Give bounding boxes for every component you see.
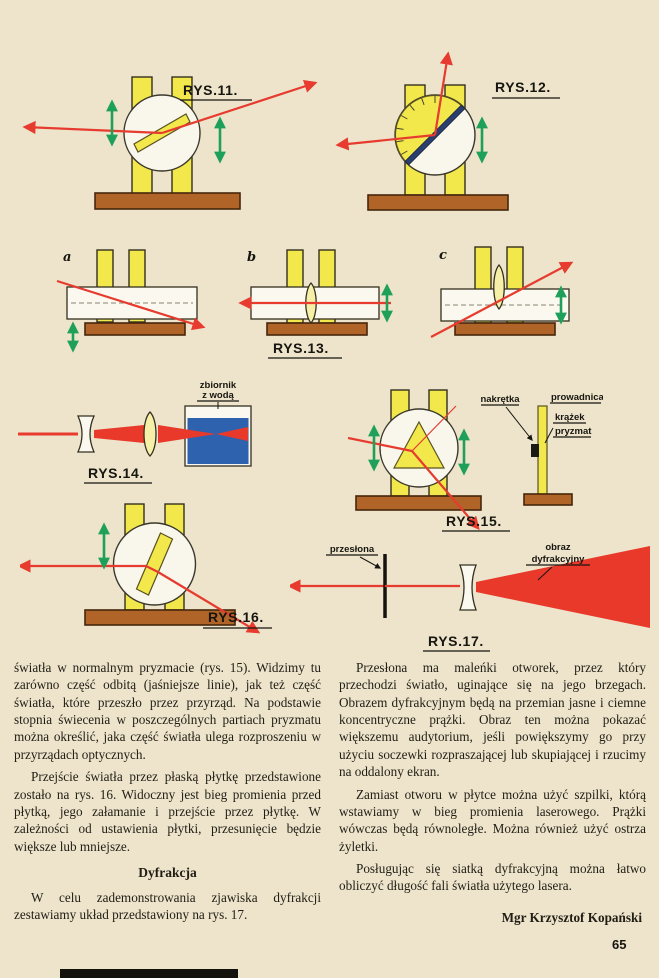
rys16-outgoing-ray (157, 571, 261, 634)
rys13a-sublabel: a (63, 250, 71, 265)
rys13b-stand-base (266, 322, 368, 336)
rys13b-sublabel: b (247, 250, 256, 265)
rys15-caption-text: RYS.15. (446, 513, 502, 529)
figure-rys13: a b c (56, 246, 574, 359)
rys14-tank-label: zbiornik z wodą (197, 380, 239, 409)
rys16-internal-ray (145, 565, 159, 573)
rys13c-sublabel: c (439, 248, 447, 263)
rys11-caption: RYS.11. (180, 82, 252, 101)
rys15-nut-leader (505, 406, 533, 441)
rys14-convex-lens (143, 411, 157, 457)
rys13c-stand-base (454, 322, 556, 336)
rys11-incoming-ray (22, 120, 163, 135)
rys14-water-tank (184, 405, 252, 467)
rys17-caption-text: RYS.17. (428, 633, 484, 649)
paragraph: Posługując się siatką dyfrakcyjną można … (339, 860, 646, 894)
rys13a-group: a (56, 249, 206, 353)
rys14-caption: RYS.14. (84, 465, 152, 484)
rys14-tank-label-line2: z wodą (202, 390, 234, 401)
rys12-incoming-ray (433, 51, 453, 136)
rys15-nut (531, 444, 539, 457)
rys15-incoming-ray (348, 436, 413, 453)
paragraph: Zamiast otworu w płytce można użyć szpil… (339, 786, 646, 854)
figure-rys11: RYS.11. (22, 76, 318, 210)
rys16-caption-text: RYS.16. (208, 609, 264, 625)
rys13b-group: b (238, 249, 393, 336)
rys17-diffraction-beam (476, 546, 650, 628)
left-column: światła w normalnym pryzmacie (rys. 15).… (14, 659, 321, 928)
rys15-reflected-ray (411, 405, 457, 452)
rys13-caption: RYS.13. (268, 340, 342, 359)
rys16-flat-plate (135, 532, 174, 596)
figure-rys12: RYS.12. (335, 51, 560, 211)
rys14-refocused-beam (216, 427, 248, 441)
rys17-aperture-label: przesłona (330, 544, 375, 555)
rys17-image-label-line2: dyfrakcyjny (532, 554, 586, 565)
rys14-diverging-beam (94, 425, 144, 443)
rys12-caption-text: RYS.12. (495, 79, 551, 95)
right-column: Przesłona ma maleńki otworek, przez któr… (339, 659, 646, 928)
rys15-disc-label-line1: krążek (555, 412, 585, 423)
rys13c-convex-lens (493, 264, 505, 310)
rys17-concave-lens (459, 564, 477, 611)
scan-edge-bar (60, 969, 238, 978)
rys12-protractor-half-disc (394, 94, 464, 164)
rys12-reflected-ray (335, 133, 436, 151)
rys15-rail-label: prowadnica (551, 392, 603, 403)
rys14-caption-text: RYS.14. (88, 465, 144, 481)
figure-rys17: przesłona obraz dyfrakcyjny RYS.17. (290, 542, 650, 652)
figure-rys15: nakrętka prowadnica krążek pryzmat RYS.1… (348, 389, 603, 532)
rys17-aperture-leader (359, 556, 382, 569)
rys15-prism (392, 420, 446, 469)
rys15-caption: RYS.15. (442, 513, 510, 532)
rys14-tank-label-line1: zbiornik (200, 380, 237, 391)
rys17-image-label-line1: obraz (545, 542, 571, 553)
paragraph: Przejście światła przez płaską płytkę pr… (14, 769, 321, 854)
rys13c-ray (430, 261, 574, 338)
figure-rys16: RYS.16. (20, 503, 272, 634)
rys13-caption-text: RYS.13. (273, 340, 329, 356)
rys14-concave-lens (77, 415, 95, 453)
rys13a-stand-base (84, 322, 186, 336)
rys15-rail-assembly (523, 405, 573, 506)
paragraph: Przesłona ma maleńki otworek, przez któr… (339, 660, 646, 780)
author-byline: Mgr Krzysztof Kopański (501, 909, 642, 925)
rys15-nut-label: nakrętka (480, 394, 520, 405)
rys14-water (187, 418, 249, 464)
rys15-disc-label-line2: pryzmat (555, 426, 592, 437)
rys11-reflected-ray (161, 80, 318, 135)
paragraph: W celu zademonstrowania zjawiska dyfrakc… (14, 889, 321, 923)
paragraph: światła w normalnym pryzmacie (rys. 15).… (14, 660, 321, 762)
rys12-protractor-ticks (396, 96, 436, 155)
rys15-disc-leader (544, 427, 554, 444)
page-number: 65 (612, 937, 627, 952)
rys17-caption: RYS.17. (423, 633, 490, 652)
rys15-rail-base (523, 493, 573, 506)
rys14-converging-beam (158, 425, 216, 443)
rys15-refracted-ray (411, 450, 480, 531)
rys13c-group: c (430, 246, 574, 338)
rys17-aperture-label-group: przesłona (326, 544, 382, 569)
article-body: światła w normalnym pryzmacie (rys. 15).… (14, 659, 646, 928)
rys12-caption: RYS.12. (492, 79, 560, 99)
rys11-caption-text: RYS.11. (183, 82, 238, 98)
rys16-caption: RYS.16. (203, 609, 272, 629)
rys13a-ray (56, 279, 206, 331)
section-heading: Dyfrakcja (138, 864, 197, 880)
rys15-guide-rail (537, 405, 548, 495)
figure-rys14: zbiornik z wodą RYS.14. (18, 380, 252, 484)
rys17-image-label-group: obraz dyfrakcyjny (526, 542, 590, 581)
rys15-annotations: nakrętka prowadnica krążek pryzmat (480, 392, 603, 444)
rys17-image-leader (537, 566, 553, 581)
